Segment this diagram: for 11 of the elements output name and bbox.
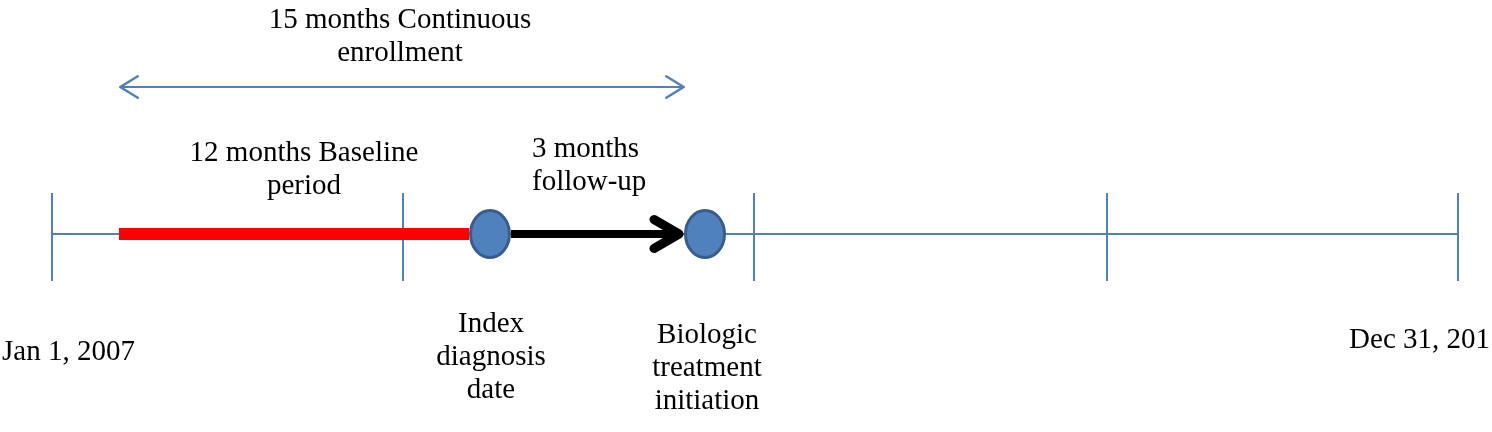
date-label: Dec 31, 201 (1349, 322, 1490, 355)
milestone-dot (469, 209, 511, 259)
edge-label: 12 months Baseline period (189, 135, 419, 201)
dimension-label: 15 months Continuous enrollment (268, 2, 532, 68)
milestone-label: Index diagnosis date (435, 306, 547, 405)
period-bar (119, 228, 469, 240)
milestone-dot (684, 209, 726, 259)
arrow (511, 215, 684, 253)
date-label: Jan 1, 2007 (2, 334, 135, 367)
edge-label: 3 months follow-up (532, 131, 648, 197)
milestone-label: Biologic treatment initiation (651, 317, 763, 416)
